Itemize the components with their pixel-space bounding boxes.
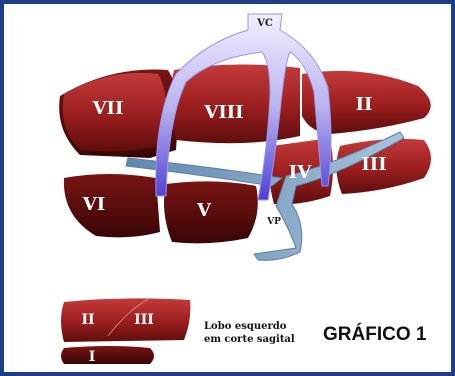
segment-3-label: III: [361, 154, 386, 175]
portal-vein-label: VP: [266, 217, 281, 227]
inset-segment-3-label: III: [134, 312, 154, 328]
graphic-title: GRÁFICO 1: [323, 324, 426, 346]
segment-2-label: II: [356, 94, 373, 115]
inset-lower-lobe: [61, 346, 154, 364]
segment-4-label: IV: [289, 162, 312, 183]
inset-upper-lobe: [61, 298, 190, 342]
segment-6-label: VI: [82, 194, 105, 215]
inset-segment-2-label: II: [81, 312, 94, 328]
inset-segment-1-label: I: [89, 349, 96, 365]
segment-5-label: V: [196, 200, 212, 221]
segment-7-label: VII: [92, 98, 124, 119]
inset-caption: Lobo esquerdo em corte sagital: [204, 320, 295, 346]
segment-8-label: VIII: [203, 102, 243, 123]
segment-6: [64, 174, 160, 237]
caption-line-1: Lobo esquerdo: [204, 320, 295, 333]
caption-line-2: em corte sagital: [204, 333, 295, 346]
liver-segments-diagram: VII VIII II IV III VI V VC VP II III I: [4, 4, 451, 372]
vena-cava-label: VC: [256, 18, 273, 29]
